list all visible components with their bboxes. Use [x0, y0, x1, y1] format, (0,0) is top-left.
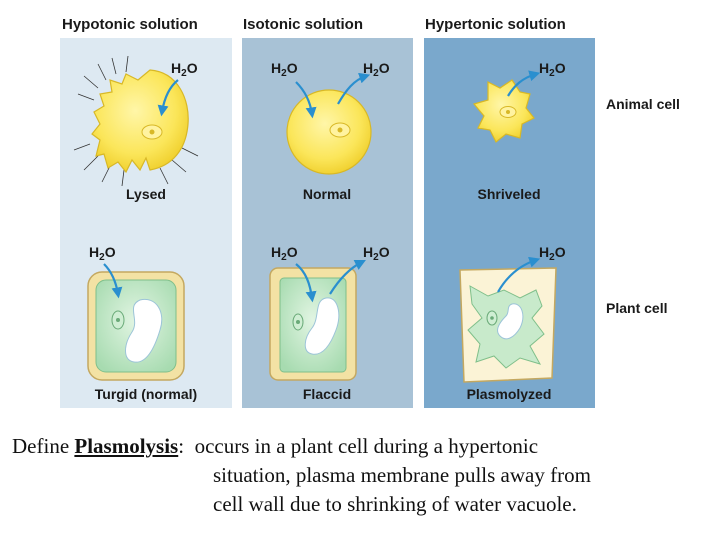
definition-line-2: situation, plasma membrane pulls away fr…	[213, 463, 591, 487]
label-shriveled: Shriveled	[477, 186, 541, 202]
h2o-label-normal-out: H2O	[363, 60, 390, 79]
shriveled-animal-cell	[472, 79, 535, 143]
definition-line-1: Define Plasmolysis: occurs in a plant ce…	[12, 432, 538, 461]
h2o-label-plasmolyzed: H2O	[539, 244, 566, 263]
turgid-plant-cell	[87, 271, 185, 381]
h2o-label-turgid: H2O	[89, 244, 116, 263]
hypotonic-heading: Hypotonic solution	[62, 16, 198, 33]
definition-colon: :	[178, 434, 185, 458]
water-arrows	[103, 70, 541, 303]
h2o-label-lysed: H2O	[171, 60, 198, 79]
label-flaccid: Flaccid	[302, 386, 352, 402]
label-plasmolyzed: Plasmolyzed	[466, 386, 552, 402]
definition-line-3: cell wall due to shrinking of water vacu…	[213, 492, 577, 516]
definition-text-1: occurs in a plant cell during a hyperton…	[194, 434, 539, 458]
h2o-label-normal-in: H2O	[271, 60, 298, 79]
h2o-label-flaccid-in: H2O	[271, 244, 298, 263]
h2o-label-shriveled: H2O	[539, 60, 566, 79]
definition-term: Plasmolysis	[74, 434, 179, 458]
lysed-animal-cell	[73, 55, 199, 187]
definition-prefix: Define	[12, 434, 75, 458]
normal-animal-cell	[286, 89, 372, 175]
row-label-animal: Animal cell	[606, 96, 680, 112]
label-normal: Normal	[302, 186, 352, 202]
h2o-label-flaccid-out: H2O	[363, 244, 390, 263]
plasmolyzed-plant-cell	[459, 267, 557, 383]
flaccid-plant-cell	[269, 267, 357, 381]
hypertonic-heading: Hypertonic solution	[425, 16, 566, 33]
label-lysed: Lysed	[126, 186, 166, 202]
label-turgid: Turgid (normal)	[94, 386, 198, 402]
isotonic-heading: Isotonic solution	[243, 16, 363, 33]
row-label-plant: Plant cell	[606, 300, 668, 316]
